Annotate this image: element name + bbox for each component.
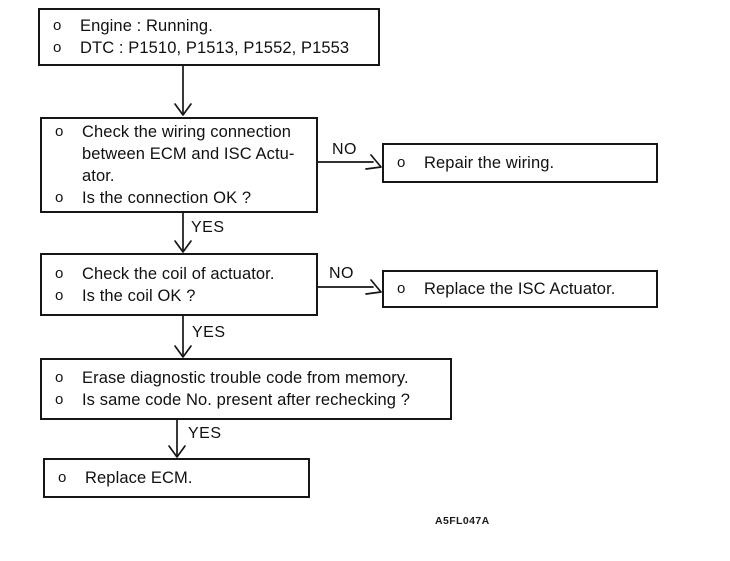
replace-ecm-line: Replace ECM. <box>85 469 193 487</box>
erase-dtc-line-1: Erase diagnostic trouble code from memor… <box>82 369 409 387</box>
no-label-coil: NO <box>329 265 354 282</box>
list-item: o Check the wiring connection between EC… <box>42 121 310 187</box>
bullet: o <box>55 286 64 304</box>
yes-label-erase: YES <box>188 425 222 442</box>
list-item: o Is the connection OK ? <box>42 187 310 209</box>
replace-isc-box: o Replace the ISC Actuator. <box>382 270 658 308</box>
list-item: o Erase diagnostic trouble code from mem… <box>42 367 444 389</box>
bullet: o <box>55 264 64 282</box>
list-item: o Replace the ISC Actuator. <box>384 278 650 300</box>
arrowhead-wiring-no <box>365 154 382 170</box>
repair-wiring-box: o Repair the wiring. <box>382 143 658 183</box>
arrowhead-erase-to-ecm <box>168 445 186 458</box>
list-item: o Repair the wiring. <box>384 152 650 174</box>
repair-wiring-line: Repair the wiring. <box>424 154 555 172</box>
bullet: o <box>397 154 406 171</box>
replace-ecm-box: o Replace ECM. <box>43 458 310 498</box>
list-item: o Check the coil of actuator. <box>42 263 310 285</box>
bullet: o <box>55 391 64 408</box>
list-item: o Is same code No. present after recheck… <box>42 389 444 411</box>
list-item: o Engine : Running. <box>40 15 372 37</box>
bullet: o <box>55 189 64 206</box>
bullet: o <box>55 123 64 140</box>
erase-dtc-box: o Erase diagnostic trouble code from mem… <box>40 358 452 420</box>
arrowhead-coil-to-erase <box>174 345 192 358</box>
start-box: o Engine : Running. o DTC : P1510, P1513… <box>38 8 380 66</box>
bullet: o <box>58 469 67 486</box>
bullet: o <box>397 280 406 297</box>
arrowhead-start-to-wiring <box>174 103 192 116</box>
check-wiring-line-2: Is the connection OK ? <box>82 189 252 207</box>
list-item: o DTC : P1510, P1513, P1552, P1553 <box>40 37 372 59</box>
check-wiring-box: o Check the wiring connection between EC… <box>40 117 318 213</box>
list-item: o Is the coil OK ? <box>42 285 310 307</box>
start-line-engine: Engine : Running. <box>80 17 213 35</box>
arrowhead-coil-no <box>365 279 382 295</box>
bullet: o <box>53 17 62 34</box>
bullet: o <box>55 369 64 386</box>
bullet: o <box>53 39 62 56</box>
check-coil-box: o Check the coil of actuator. o Is the c… <box>40 253 318 316</box>
list-item: o Replace ECM. <box>45 467 302 489</box>
check-wiring-line-1: Check the wiring connection between ECM … <box>82 123 295 185</box>
erase-dtc-line-2: Is same code No. present after recheckin… <box>82 391 411 409</box>
check-coil-line-1: Check the coil of actuator. <box>82 264 275 283</box>
no-label-wiring: NO <box>332 141 357 158</box>
arrowhead-wiring-to-coil <box>174 240 192 253</box>
figure-code: A5FL047A <box>435 515 490 527</box>
yes-label-wiring: YES <box>191 219 225 236</box>
yes-label-coil: YES <box>192 324 226 341</box>
replace-isc-line: Replace the ISC Actuator. <box>424 280 616 298</box>
start-line-dtc: DTC : P1510, P1513, P1552, P1553 <box>80 39 350 57</box>
check-coil-line-2: Is the coil OK ? <box>82 286 196 305</box>
